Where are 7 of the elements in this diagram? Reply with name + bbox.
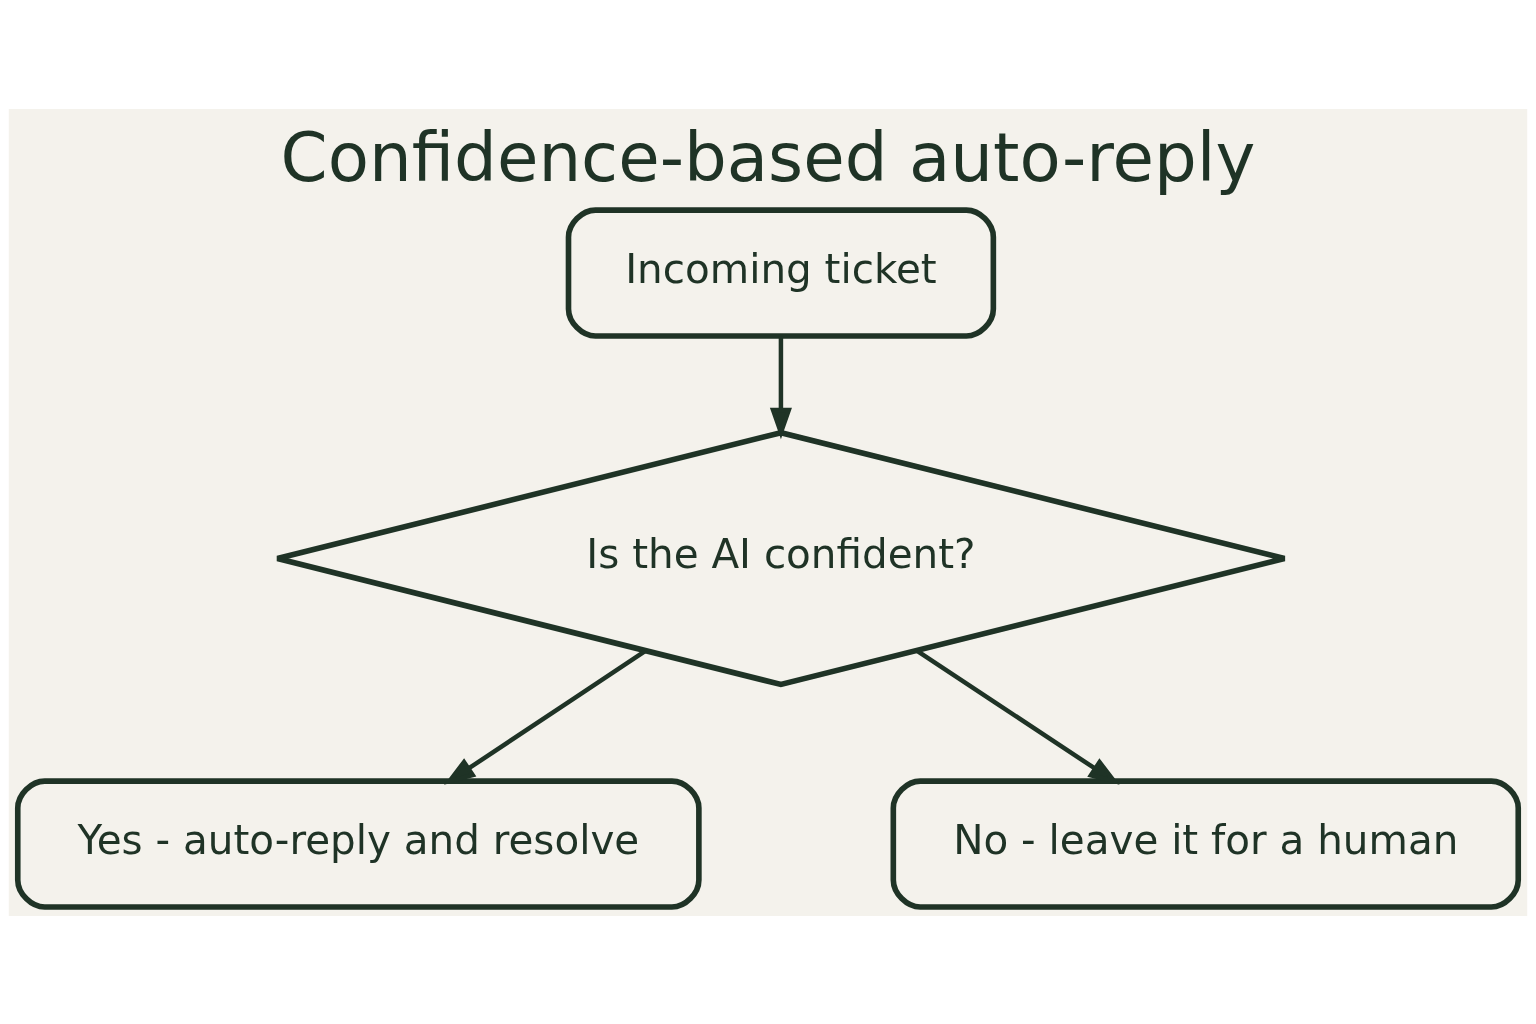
arrow <box>915 648 1120 785</box>
node-box: No - leave it for a human <box>890 777 1522 910</box>
arrow <box>769 335 792 439</box>
node-box: Yes - auto-reply and resolve <box>14 777 702 910</box>
node-diamond: Is the AI confident? <box>274 429 1288 687</box>
node-box: Incoming ticket <box>565 206 997 339</box>
diagram-title: Confidence-based auto-reply <box>280 117 1256 197</box>
